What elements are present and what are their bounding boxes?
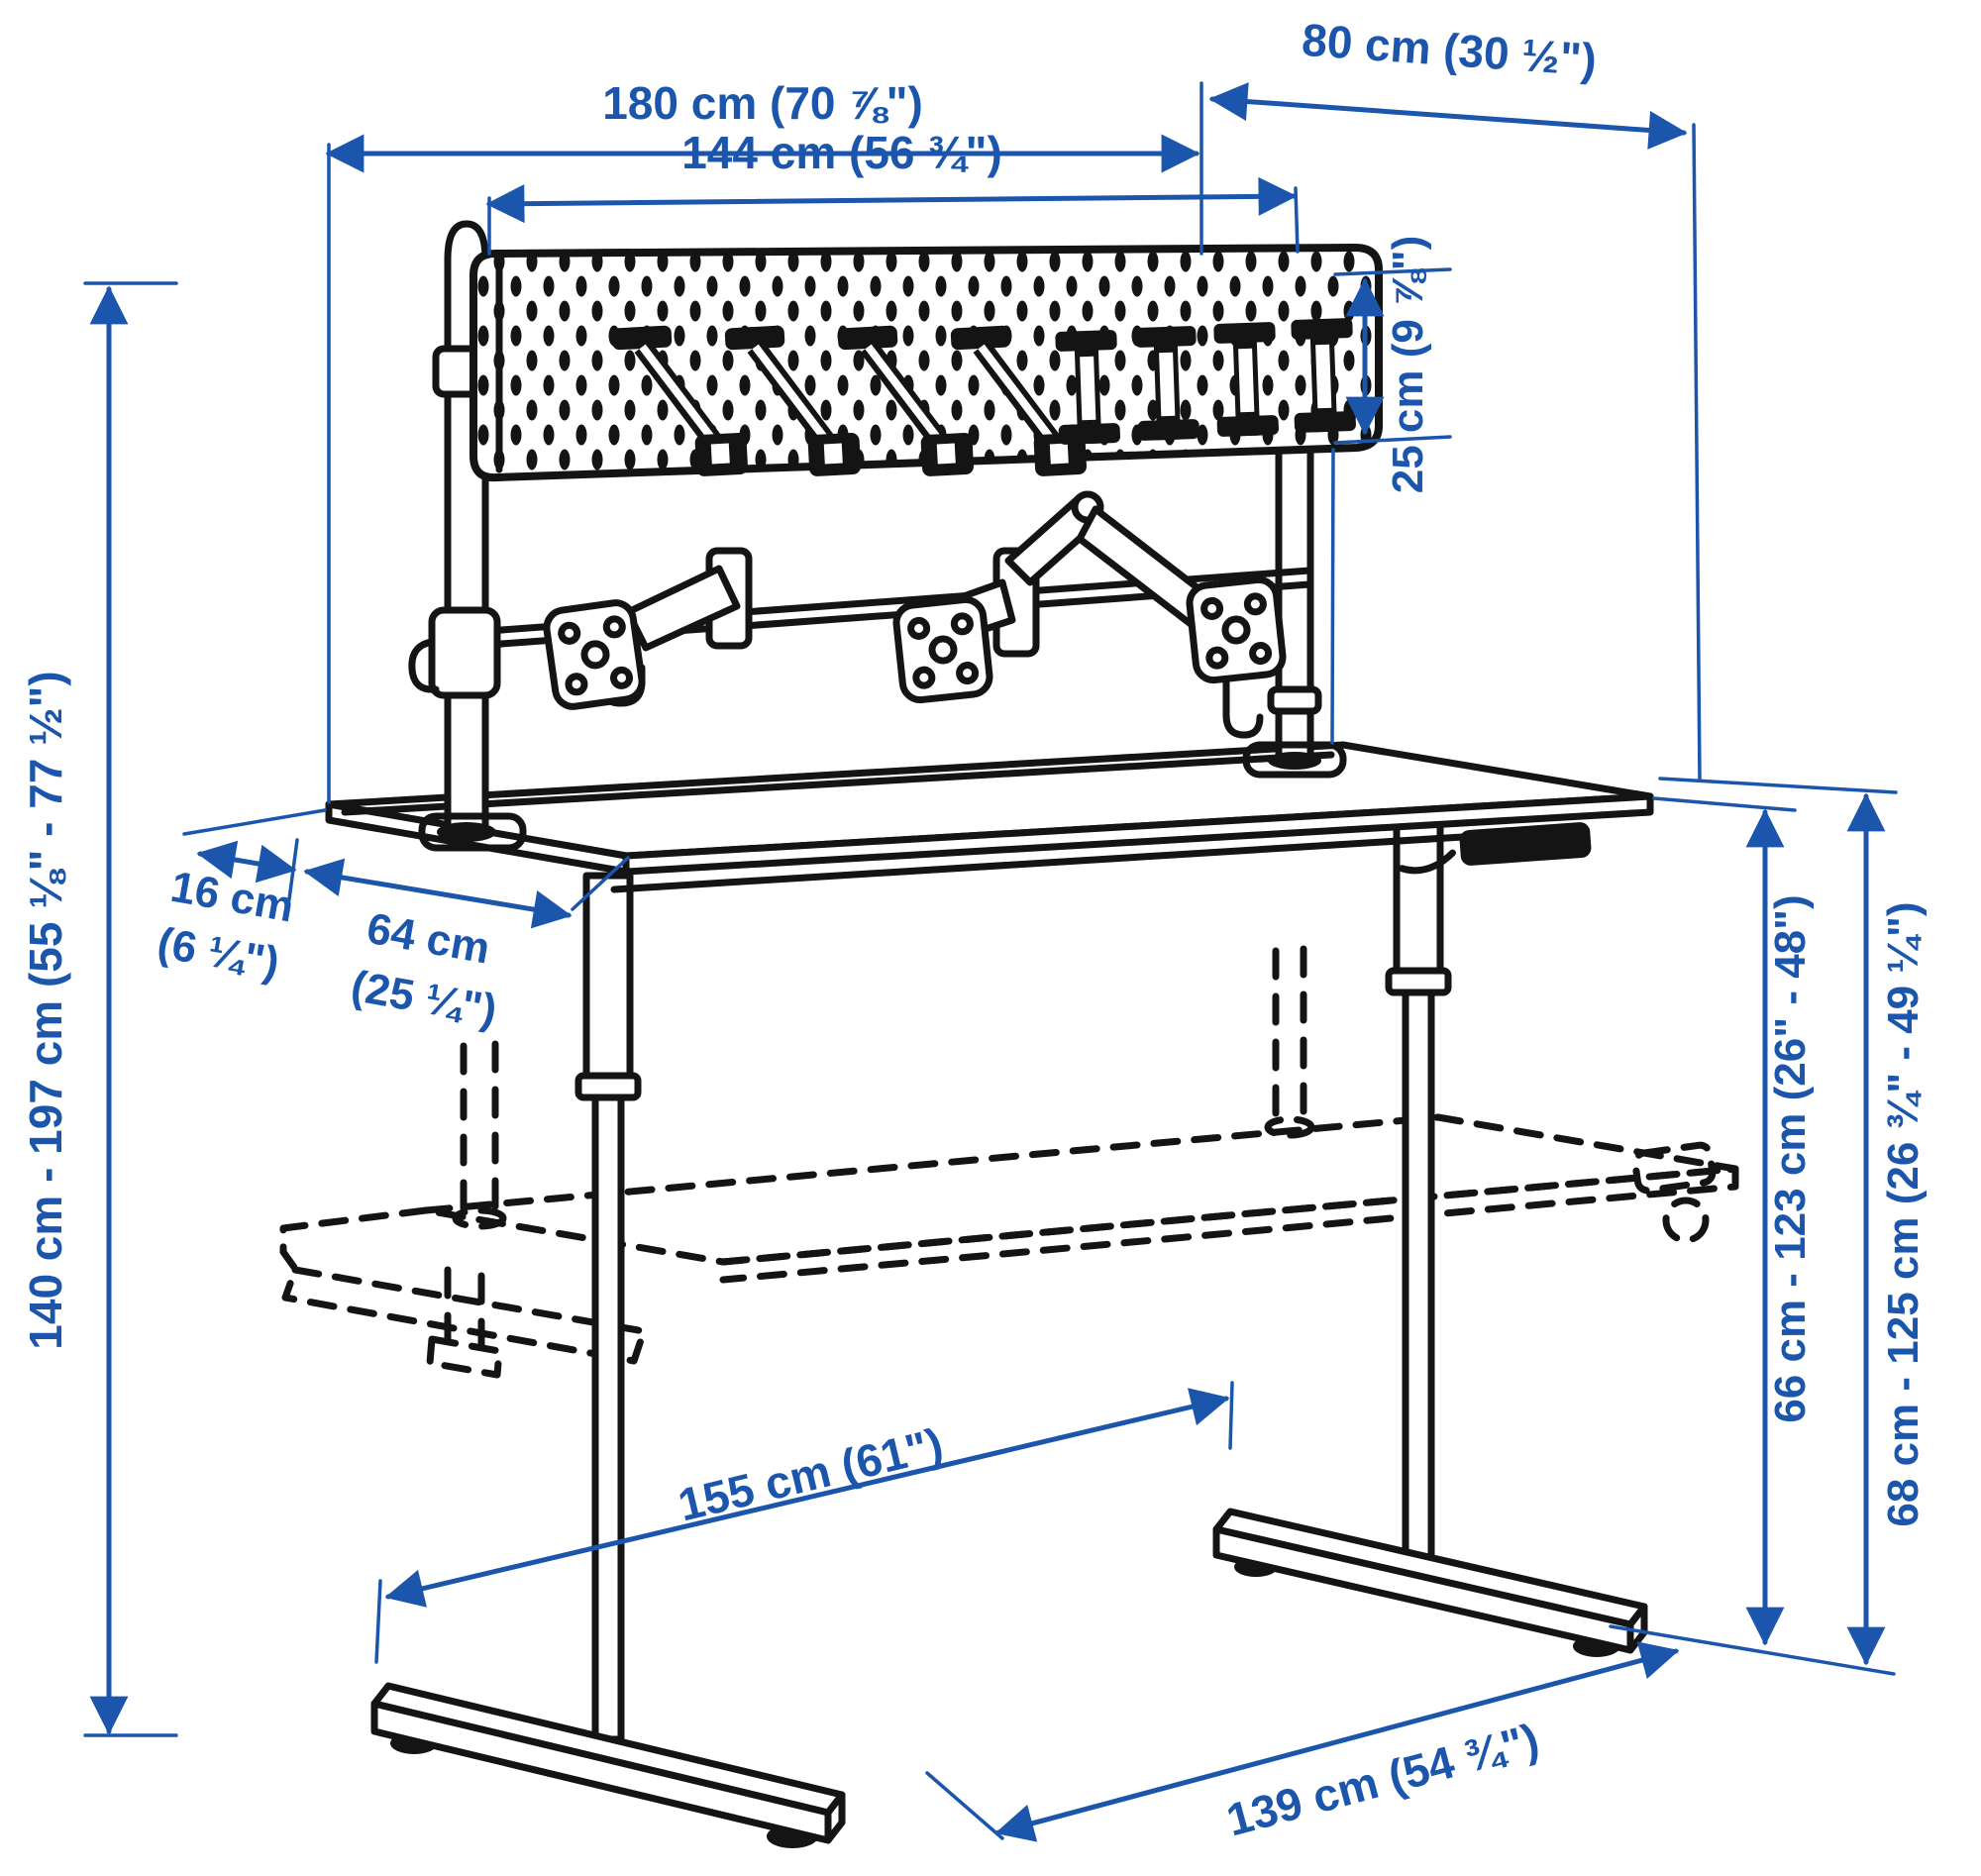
lowered-position-dashed-desk (279, 945, 1739, 1379)
desktop (325, 741, 1654, 893)
dim-pegboard-width-label: 144 cm (56 ¾") (681, 127, 1002, 178)
dim-total-width-label: 180 cm (70 ⅞") (602, 77, 923, 129)
right-grommet (1268, 752, 1321, 770)
floor-extension-line (1609, 1624, 1896, 1676)
under-frame-rail (610, 826, 1579, 893)
dim-clear-depth-label-line2: (25 ¼") (348, 962, 500, 1035)
monitor-arm-left (543, 547, 753, 710)
dim-desk-height-total-label: 68 cm - 125 cm (26 ¾" - 49 ¼") (1879, 901, 1928, 1526)
left-foot (370, 1682, 846, 1848)
right-leg (1385, 814, 1452, 1581)
left-grommet (437, 822, 496, 842)
cable-net-dashed (281, 1266, 648, 1365)
dimension-back-offset: 16 cm (6 ¼") (154, 808, 327, 988)
dimension-pegboard-height: 25 cm (9 ⅞") (1330, 236, 1452, 745)
dim-back-offset-label-line2: (6 ¼") (154, 918, 282, 988)
dim-leg-span-label: 155 cm (61") (674, 1417, 948, 1530)
dim-desk-height-label: 66 cm - 123 cm (26" - 48") (1766, 894, 1815, 1422)
pegboard-holders-vertical (1055, 318, 1356, 445)
rail-end-hook (408, 638, 440, 693)
dimension-overall-height: 140 cm - 197 cm (55 ⅛" - 77 ½") (20, 281, 178, 1737)
dim-total-depth-label: 80 cm (30 ½") (1301, 14, 1599, 86)
pegboard-hooks-diagonal (611, 325, 1087, 476)
dimension-foot-span: 139 cm (54 ¾") (925, 1641, 1680, 1846)
left-leg (574, 872, 642, 1743)
dim-overall-height-label: 140 cm - 197 cm (55 ⅛" - 77 ½") (20, 671, 71, 1349)
monitor-arm-cluster (892, 490, 1287, 739)
dim-back-offset-label-line1: 16 cm (167, 863, 297, 932)
dimension-desk-height: 66 cm - 123 cm (26" - 48") (1652, 796, 1815, 1646)
dimension-leg-span: 155 cm (61") (374, 1381, 1234, 1664)
dim-clear-depth-label-line1: 64 cm (364, 904, 493, 974)
back-rail-strip (341, 751, 1335, 816)
height-control-device (1398, 822, 1592, 875)
dimension-desk-height-total: 68 cm - 125 cm (26 ¾" - 49 ¼") (1609, 777, 1928, 1676)
vesa-plate (892, 595, 993, 704)
dim-foot-span-label: 139 cm (54 ¾") (1221, 1714, 1544, 1846)
pegboard (469, 244, 1383, 482)
vesa-plate (543, 599, 646, 710)
vesa-plate (1186, 575, 1287, 684)
dimension-total-width: 180 cm (70 ⅞") (325, 77, 1203, 804)
dim-pegboard-height-label: 25 cm (9 ⅞") (1384, 236, 1432, 494)
dimension-clear-depth: 64 cm (25 ¼") (303, 856, 630, 1035)
dimension-pegboard-width: 144 cm (56 ¾") (485, 127, 1300, 256)
